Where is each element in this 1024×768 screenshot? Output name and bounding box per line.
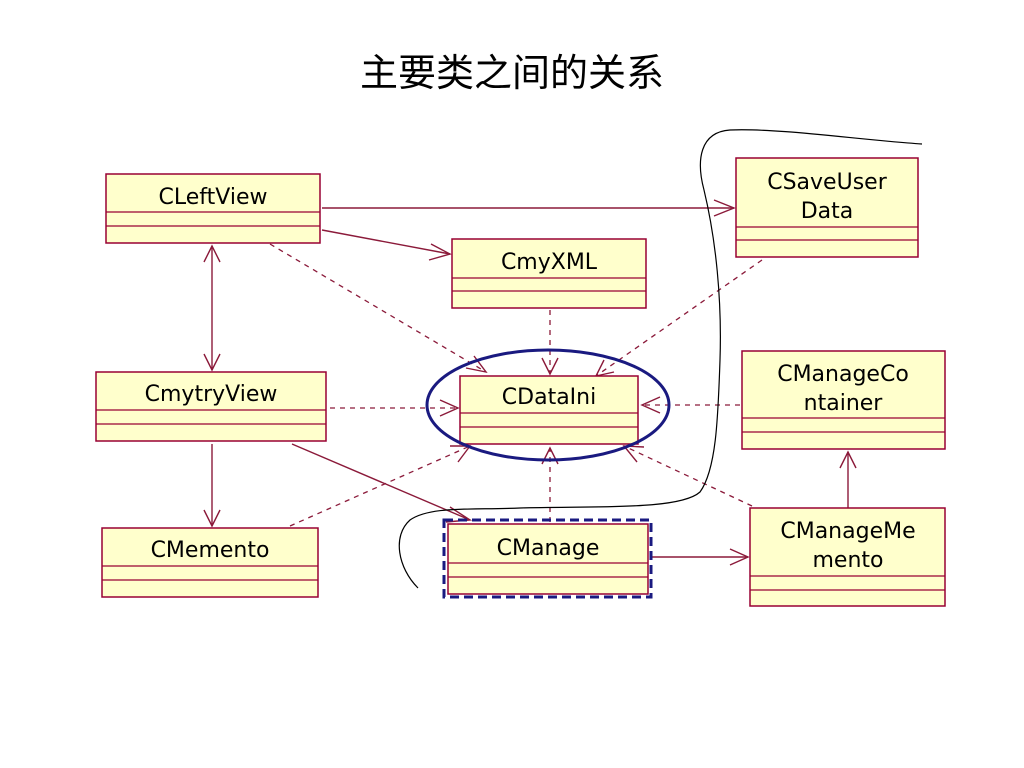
assoc-cleftview-csaveuserdata [322,199,736,217]
highlight-ellipse [425,348,671,462]
class-cmanagecontainer: CManageCo ntainer [741,350,946,450]
dep-cmytryview-cdataini [330,399,460,417]
class-cmytryview: CmytryView [95,371,327,442]
class-name: CManageMe [780,519,915,544]
connectors [203,199,857,566]
class-cmanage[interactable]: CManage [447,523,649,595]
class-name: CMemento [151,538,270,563]
class-name: ntainer [804,391,884,416]
class-cdataini: CDataIni [459,375,639,445]
class-cmyxml: CmyXML [451,238,647,309]
assoc-cleftview-cmyxml [321,229,452,261]
class-name: Data [801,199,854,224]
dep-cmanagecontainer-cdataini [640,396,740,414]
class-name: CManageCo [777,362,909,387]
assoc-cmytryview-cmemento [203,444,221,528]
class-name: CDataIni [502,385,596,410]
assoc-cmytryview-cmanage [291,443,473,523]
assoc-cleftview-cmytryview [203,244,221,372]
class-name: CLeftView [159,185,268,210]
class-name: CmytryView [145,382,278,407]
assoc-cmanage-cmanagememento [652,548,750,566]
dep-cmanagememento-cdataini [622,445,753,507]
class-csaveuserdata: CSaveUser Data [735,157,919,258]
assoc-cmanagememento-cmanagecontainer [839,450,857,508]
dep-cmemento-cdataini [289,445,472,527]
class-name: CmyXML [501,250,598,275]
class-cleftview: CLeftView [105,173,321,244]
class-cmemento: CMemento [101,527,319,598]
class-name: CSaveUser [767,170,887,195]
selection-frame [442,518,653,599]
class-name: mento [813,548,884,573]
class-cmanagememento: CManageMe mento [749,507,946,607]
slide-title: 主要类之间的关系 [359,51,664,95]
freehand-boundary [398,129,923,589]
dep-cmyxml-cdataini [541,310,559,376]
class-name: CManage [497,536,600,561]
